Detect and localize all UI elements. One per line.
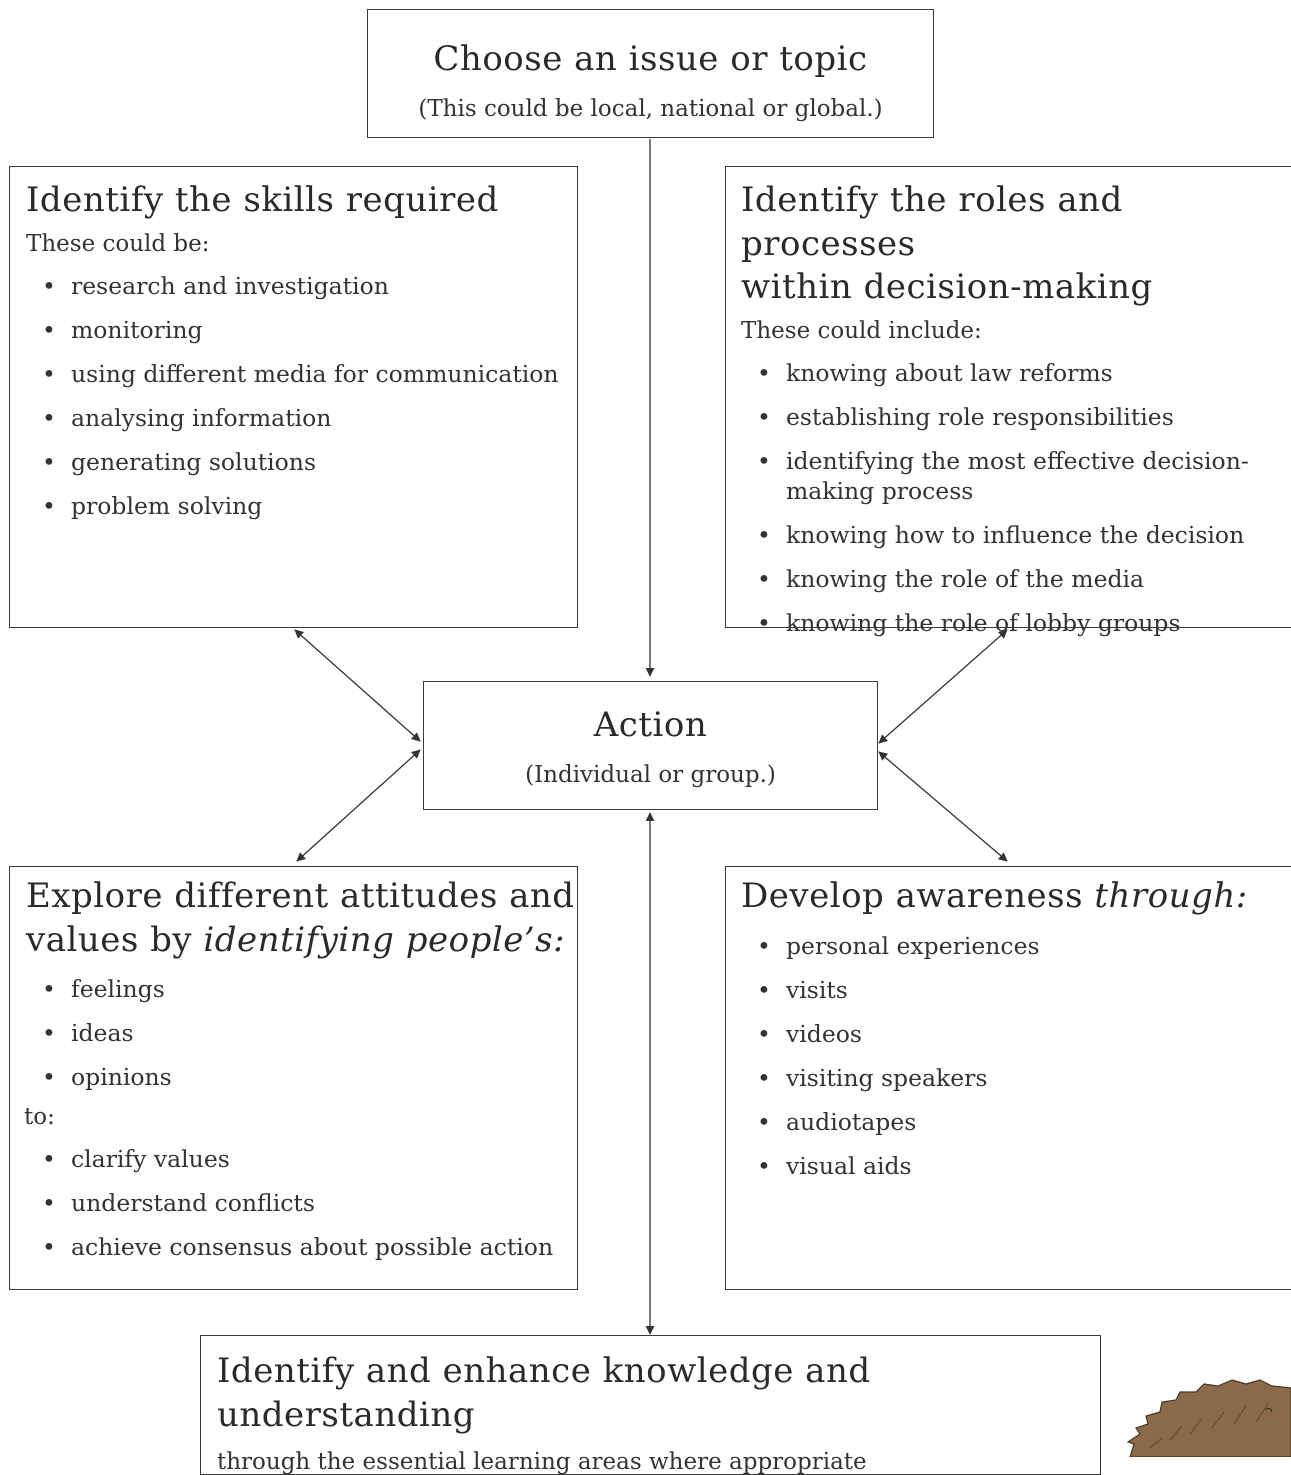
attitudes-title: Explore different attitudes and values b… [26,875,577,962]
list-item: analysing information [26,403,577,433]
list-item: establishing role responsibilities [741,402,1271,432]
attitudes-list-a: feelings ideas opinions [26,974,577,1092]
list-item: visiting speakers [741,1063,1291,1093]
list-item: knowing how to influence the decision [741,520,1271,550]
list-item: generating solutions [26,447,577,477]
action-box: Action (Individual or group.) [423,681,878,810]
attitudes-title-line2: values by [26,919,204,960]
hedgehog-illustration [1126,1379,1291,1457]
list-item: research and investigation [26,271,577,301]
list-item: feelings [26,974,577,1004]
knowledge-subtitle: through the essential learning areas whe… [217,1449,867,1475]
skills-intro: These could be: [26,230,210,257]
arrow-skills-action [294,629,421,742]
awareness-box: Develop awareness through: personal expe… [725,866,1291,1290]
roles-title-line1: Identify the roles and processes [741,180,1123,264]
list-item: clarify values [26,1144,577,1174]
topic-title: Choose an issue or topic [433,39,868,79]
action-subtitle: (Individual or group.) [525,761,776,788]
list-item: visual aids [741,1151,1291,1181]
list-item: visits [741,975,1291,1005]
awareness-title-plain: Develop awareness [741,876,1095,916]
list-item: knowing the role of the media [741,564,1271,594]
topic-subtitle: (This could be local, national or global… [418,95,883,122]
list-item: knowing the role of lobby groups [741,608,1271,638]
roles-title-line2: within decision-making [741,267,1153,308]
attitudes-connector: to: [24,1104,55,1131]
awareness-list: personal experiences visits videos visit… [741,931,1291,1181]
roles-title: Identify the roles and processes within … [741,179,1291,310]
list-item: using different media for communication [26,359,577,389]
skills-title: Identify the skills required [26,180,499,220]
arrow-awareness-action [878,751,1008,862]
attitudes-list-b: clarify values understand conflicts achi… [26,1144,577,1262]
awareness-title-italic: through: [1094,876,1248,916]
roles-intro: These could include: [741,317,982,344]
topic-box: Choose an issue or topic (This could be … [367,9,934,138]
list-item: audiotapes [741,1107,1291,1137]
arrow-roles-action [878,629,1008,744]
skills-box: Identify the skills required These could… [9,166,578,628]
roles-list: knowing about law reforms establishing r… [741,358,1291,638]
list-item: personal experiences [741,931,1291,961]
list-item: opinions [26,1062,577,1092]
knowledge-title: Identify and enhance knowledge and under… [217,1351,871,1435]
knowledge-box: Identify and enhance knowledge and under… [200,1335,1101,1475]
list-item: achieve consensus about possible action [26,1232,577,1262]
attitudes-title-line1: Explore different attitudes and [26,876,575,916]
roles-box: Identify the roles and processes within … [725,166,1291,638]
list-item: problem solving [26,491,577,521]
skills-list: research and investigation monitoring us… [26,271,577,521]
list-item: knowing about law reforms [741,358,1271,388]
attitudes-box: Explore different attitudes and values b… [9,866,578,1290]
arrow-attitudes-action [296,749,421,862]
attitudes-title-italic: identifying people’s: [203,919,566,960]
list-item: ideas [26,1018,577,1048]
list-item: understand conflicts [26,1188,577,1218]
action-title: Action [593,705,708,745]
list-item: identifying the most effective decision-… [741,446,1271,506]
list-item: monitoring [26,315,577,345]
awareness-title: Develop awareness through: [741,875,1291,919]
list-item: videos [741,1019,1291,1049]
